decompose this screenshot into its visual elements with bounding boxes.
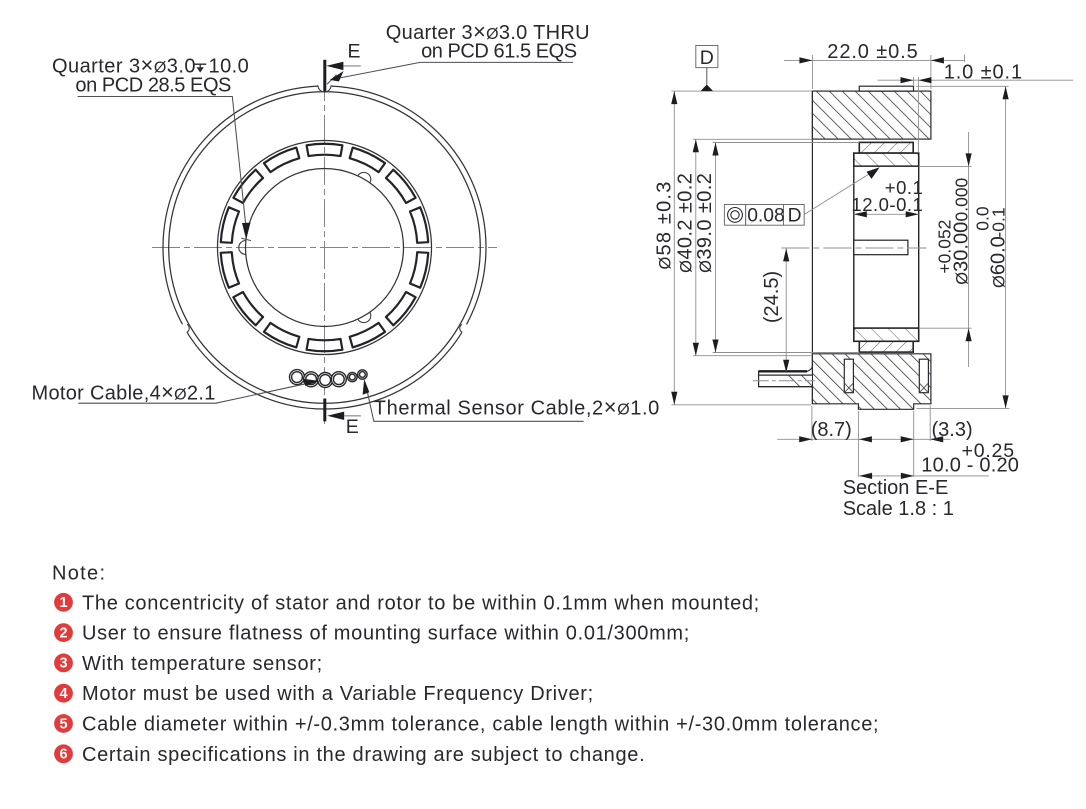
svg-text:D: D [788, 206, 802, 227]
svg-text:0.000: 0.000 [951, 177, 971, 221]
svg-text:With temperature sensor;: With temperature sensor; [82, 653, 323, 675]
svg-text:4: 4 [59, 686, 67, 702]
svg-text:Ø60.0: Ø60.0 [988, 236, 1010, 288]
svg-text:0.08: 0.08 [747, 206, 785, 227]
svg-text:Certain specifications in the: Certain specifications in the drawing ar… [82, 744, 645, 766]
svg-text:Motor must be used with a Vari: Motor must be used with a Variable Frequ… [82, 683, 594, 705]
svg-text:on PCD 28.5 EQS: on PCD 28.5 EQS [75, 74, 231, 96]
svg-text:Ø40.2 ±0.2: Ø40.2 ±0.2 [674, 173, 696, 273]
svg-text:The concentricity of stator an: The concentricity of stator and rotor to… [82, 592, 760, 614]
svg-text:-0.1: -0.1 [989, 207, 1009, 237]
svg-text:Ø30.00: Ø30.00 [950, 222, 972, 285]
svg-text:10.0: 10.0 [209, 56, 250, 78]
svg-text:+0.1: +0.1 [885, 177, 924, 198]
svg-text:+0.25: +0.25 [962, 440, 1015, 462]
svg-text:User to ensure flatness of mou: User to ensure flatness of mounting surf… [82, 623, 690, 645]
svg-text:Scale 1.8 : 1: Scale 1.8 : 1 [843, 498, 954, 520]
svg-text:Quarter 3×Ø3.0: Quarter 3×Ø3.0 [52, 53, 196, 78]
svg-text:+0.052: +0.052 [935, 220, 955, 274]
svg-text:Motor Cable,4×Ø2.1: Motor Cable,4×Ø2.1 [32, 380, 216, 405]
svg-text:Ø39.0 ±0.2: Ø39.0 ±0.2 [694, 173, 716, 273]
svg-text:2: 2 [59, 625, 67, 641]
svg-text:12.0-0.1: 12.0-0.1 [851, 194, 923, 215]
svg-text:0.0: 0.0 [973, 206, 993, 231]
svg-text:E: E [346, 416, 359, 438]
svg-text:E: E [348, 40, 361, 62]
svg-text:1.0 ±0.1: 1.0 ±0.1 [944, 62, 1023, 84]
svg-text:Thermal Sensor Cable,2×Ø1.0: Thermal Sensor Cable,2×Ø1.0 [374, 394, 660, 419]
svg-text:6: 6 [59, 747, 67, 763]
svg-text:Cable diameter within +/-0.3mm: Cable diameter within +/-0.3mm tolerance… [82, 714, 879, 736]
svg-text:10.0 - 0.20: 10.0 - 0.20 [921, 454, 1019, 476]
svg-text:Section E-E: Section E-E [843, 477, 949, 499]
svg-text:Note:: Note: [52, 563, 106, 585]
svg-text:D: D [700, 47, 714, 69]
svg-text:on PCD 61.5 EQS: on PCD 61.5 EQS [421, 40, 577, 62]
svg-text:22.0 ±0.5: 22.0 ±0.5 [827, 41, 918, 63]
svg-text:1: 1 [59, 595, 67, 611]
svg-text:(24.5): (24.5) [761, 271, 783, 323]
svg-text:(3.3): (3.3) [932, 419, 973, 441]
svg-text:5: 5 [59, 716, 67, 732]
svg-text:(8.7): (8.7) [811, 419, 852, 441]
svg-text:3: 3 [59, 656, 67, 672]
svg-text:Ø58 ±0.3: Ø58 ±0.3 [653, 180, 675, 269]
